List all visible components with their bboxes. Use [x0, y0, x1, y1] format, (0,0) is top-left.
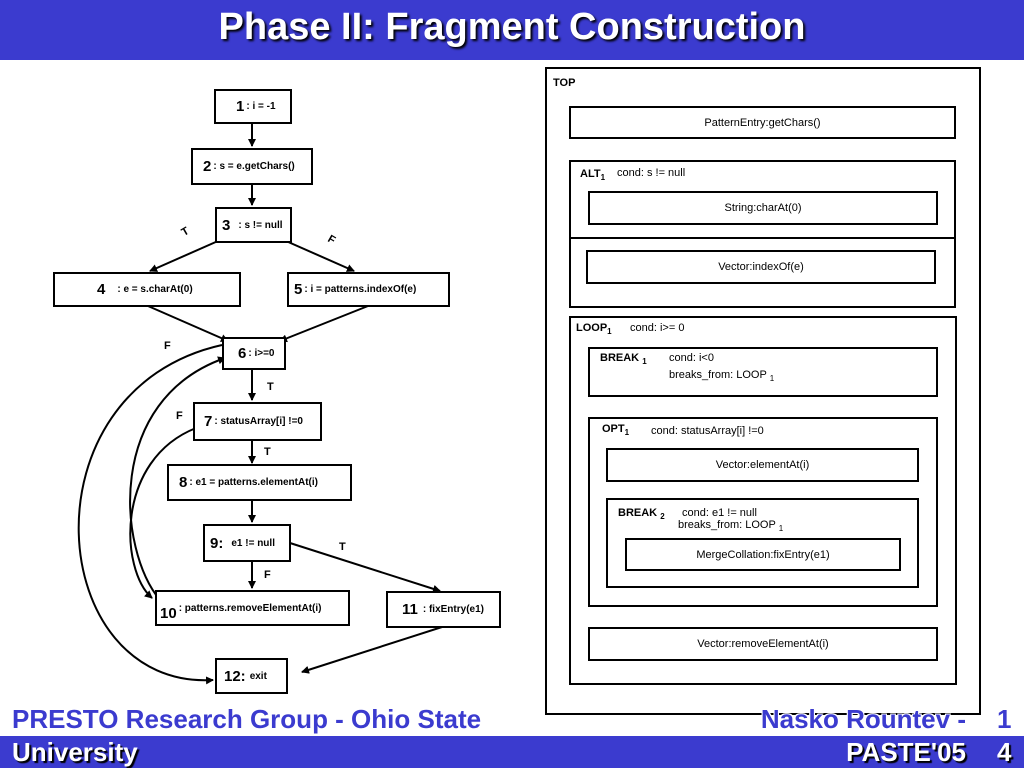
- top-label: TOP: [553, 77, 576, 89]
- cfg-node-1: 1: i = -1: [214, 89, 292, 124]
- break1-condition: cond: i<0: [669, 352, 714, 364]
- alt-condition: cond: s != null: [617, 167, 686, 179]
- cfg-node-4: 4 : e = s.charAt(0): [53, 272, 241, 307]
- break2-breaks-from: breaks_from: LOOP 1: [678, 519, 784, 534]
- edge-3-5: [285, 240, 355, 272]
- footer-right-line2: PASTE'05: [846, 737, 966, 767]
- edge-6-12: [77, 344, 223, 685]
- pattern-entry-call: PatternEntry:getChars(): [569, 106, 956, 139]
- node-number: 10: [160, 604, 177, 622]
- page-number-line2: 4: [997, 737, 1012, 767]
- node-number: 9:: [210, 534, 224, 552]
- loop-condition: cond: i>= 0: [630, 322, 685, 334]
- cfg-node-9: 9: e1 != null: [203, 524, 291, 562]
- alt-divider: [569, 237, 956, 239]
- node-number: 6: [238, 345, 247, 362]
- break1-breaks-from: breaks_from: LOOP 1: [669, 369, 775, 384]
- cfg-node-6: 6: i>=0: [222, 337, 286, 370]
- node-label: : s != null: [238, 219, 283, 231]
- title-bar: [0, 0, 1024, 60]
- opt-label: OPT1: [602, 423, 630, 438]
- edge-5-6: [279, 305, 369, 343]
- page-number-line1: 1: [997, 704, 1012, 734]
- alt-label: ALT1: [580, 168, 606, 183]
- slide-title: Phase II: Fragment Construction: [218, 6, 806, 48]
- node-label: : i>=0: [248, 348, 275, 359]
- edge-label-f: F: [176, 410, 183, 422]
- footer-left-line1: PRESTO Research Group - Ohio State: [12, 704, 482, 734]
- node-label: : i = patterns.indexOf(e): [304, 284, 417, 295]
- edge-label-t: T: [264, 446, 271, 458]
- string-charat-call: String:charAt(0): [588, 191, 938, 225]
- node-label: : statusArray[i] !=0: [214, 416, 303, 427]
- footer-bar: [0, 736, 1024, 768]
- node-number: 1: [236, 98, 245, 115]
- node-label: : i = -1: [246, 101, 276, 112]
- node-label: : s = e.getChars(): [213, 161, 295, 172]
- edge-label-f: F: [264, 569, 271, 581]
- edge-9-11: [289, 542, 441, 593]
- node-label: : e = s.charAt(0): [117, 284, 193, 295]
- break2-condition: cond: e1 != null: [682, 507, 757, 519]
- break1-fragment: [588, 347, 938, 397]
- edge-4-6: [147, 305, 229, 342]
- node-label: : e1 = patterns.elementAt(i): [189, 477, 318, 488]
- edge-7-10: [129, 427, 197, 599]
- node-number: 4: [97, 281, 106, 298]
- opt-condition: cond: statusArray[i] !=0: [651, 425, 764, 437]
- loop-label: LOOP1: [576, 322, 612, 337]
- node-number: 5: [294, 281, 303, 298]
- vector-indexof-call: Vector:indexOf(e): [586, 250, 936, 284]
- cfg-node-12: 12:exit: [215, 658, 288, 694]
- vector-remove-call: Vector:removeElementAt(i): [588, 627, 938, 661]
- cfg-node-2: 2: s = e.getChars(): [191, 148, 313, 185]
- cfg-node-7: 7: statusArray[i] !=0: [193, 402, 322, 441]
- node-label: exit: [249, 670, 267, 682]
- node-number: 2: [203, 158, 212, 175]
- node-number: 12:: [224, 667, 246, 685]
- footer-left-line2: University: [12, 737, 138, 767]
- cfg-node-10: 10: patterns.removeElementAt(i): [155, 590, 350, 626]
- edge-11-12: [301, 626, 443, 674]
- edge-10-6-back: [129, 356, 226, 601]
- alt-fragment: [569, 160, 956, 308]
- edge-label-t: T: [339, 541, 346, 553]
- node-label: : fixEntry(e1): [422, 604, 484, 615]
- cfg-node-8: 8: e1 = patterns.elementAt(i): [167, 464, 352, 501]
- edge-label-t: T: [267, 381, 274, 393]
- cfg-node-5: 5: i = patterns.indexOf(e): [287, 272, 450, 307]
- vector-elementat-call: Vector:elementAt(i): [606, 448, 919, 482]
- cfg-node-3: 3 : s != null: [215, 207, 292, 243]
- merge-fixentry-call: MergeCollation:fixEntry(e1): [625, 538, 901, 571]
- footer-right-line1: Nasko Rountev -: [760, 704, 966, 734]
- node-label: e1 != null: [231, 537, 275, 549]
- cfg-node-11: 11 : fixEntry(e1): [386, 591, 501, 628]
- node-number: 8: [179, 474, 188, 491]
- edge-label-f: F: [164, 340, 171, 352]
- node-number: 11: [402, 601, 418, 618]
- node-number: 3: [222, 216, 231, 234]
- break2-label: BREAK 2: [618, 507, 665, 522]
- node-label: : patterns.removeElementAt(i): [178, 602, 322, 614]
- node-number: 7: [204, 413, 213, 430]
- break1-label: BREAK 1: [600, 352, 647, 367]
- edge-3-4: [149, 240, 219, 272]
